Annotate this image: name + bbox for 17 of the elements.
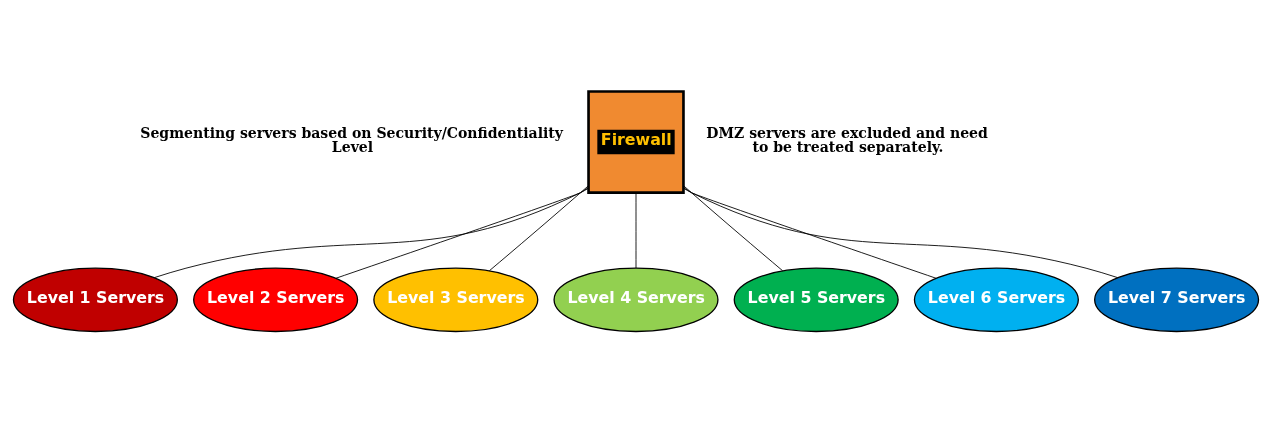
label: Segmenting servers based on Security/Confidentiality Level — [140, 124, 563, 155]
node-ellipse: Level 2 Servers — [193, 267, 359, 332]
node-box: Firewall — [587, 89, 685, 194]
node-ellipse: Level 5 Servers — [733, 267, 899, 332]
node-ellipse: Level 7 Servers — [1094, 267, 1260, 332]
connector — [335, 186, 589, 279]
node-ellipse: Level 1 Servers — [12, 267, 178, 332]
node-ellipse: Level 3 Servers — [373, 267, 539, 332]
connector — [153, 187, 589, 278]
connector — [635, 191, 637, 268]
connector — [683, 186, 937, 279]
connector — [683, 184, 784, 271]
connector — [488, 184, 589, 271]
connector — [683, 187, 1119, 278]
node-ellipse: Level 6 Servers — [913, 267, 1079, 332]
label: DMZ servers are excluded and need to be treated separately. — [706, 124, 988, 155]
node-ellipse: Level 4 Servers — [553, 267, 719, 332]
